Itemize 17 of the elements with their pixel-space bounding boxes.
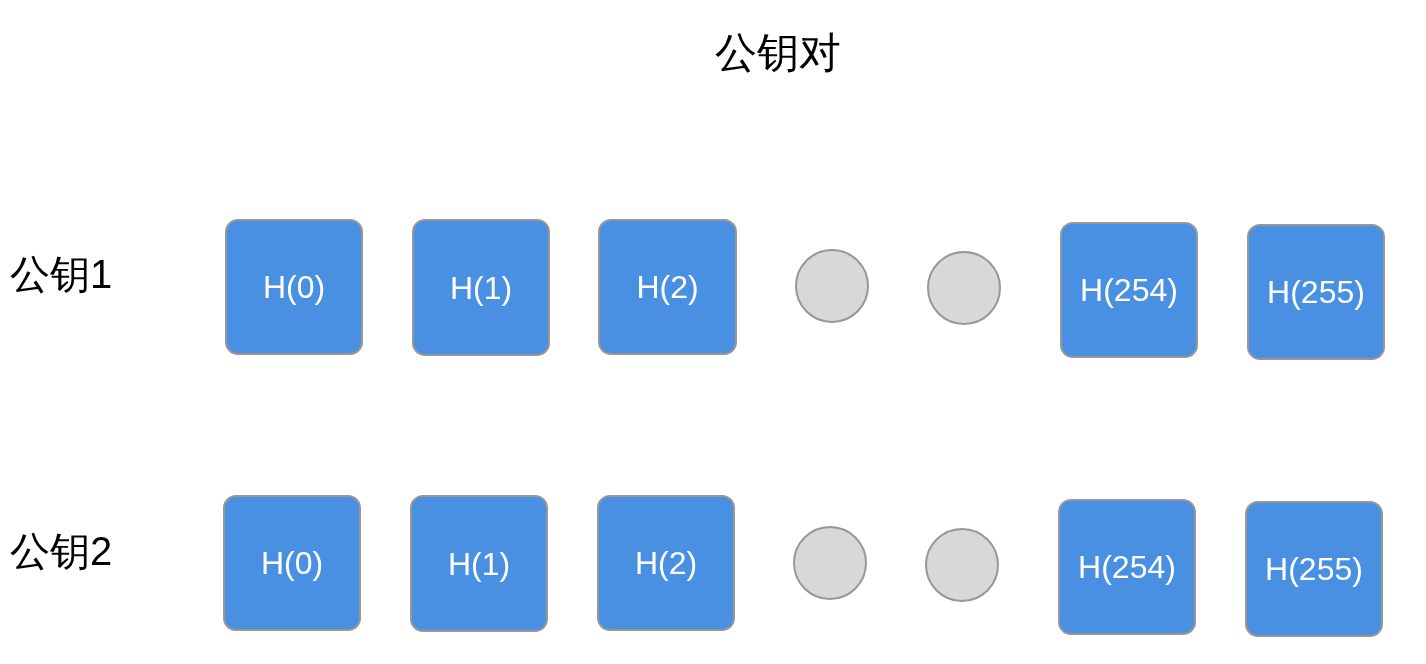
hash-box: H(1) bbox=[412, 219, 550, 356]
hash-box: H(255) bbox=[1247, 224, 1385, 360]
circle bbox=[927, 251, 1001, 325]
hash-box: H(0) bbox=[225, 219, 363, 355]
hash-box: H(1) bbox=[410, 495, 548, 632]
hash-box: H(2) bbox=[597, 495, 735, 631]
hash-box: H(254) bbox=[1058, 499, 1196, 635]
circle bbox=[793, 526, 867, 600]
row-label: 公钥1 bbox=[10, 254, 113, 294]
row-label: 公钥2 bbox=[10, 531, 113, 571]
hash-box: H(255) bbox=[1245, 501, 1383, 637]
hash-box: H(2) bbox=[598, 219, 737, 355]
hash-box: H(0) bbox=[223, 495, 361, 631]
circle bbox=[925, 528, 999, 602]
circle bbox=[795, 249, 869, 323]
title: 公钥对 bbox=[715, 32, 841, 74]
hash-box: H(254) bbox=[1060, 222, 1198, 358]
